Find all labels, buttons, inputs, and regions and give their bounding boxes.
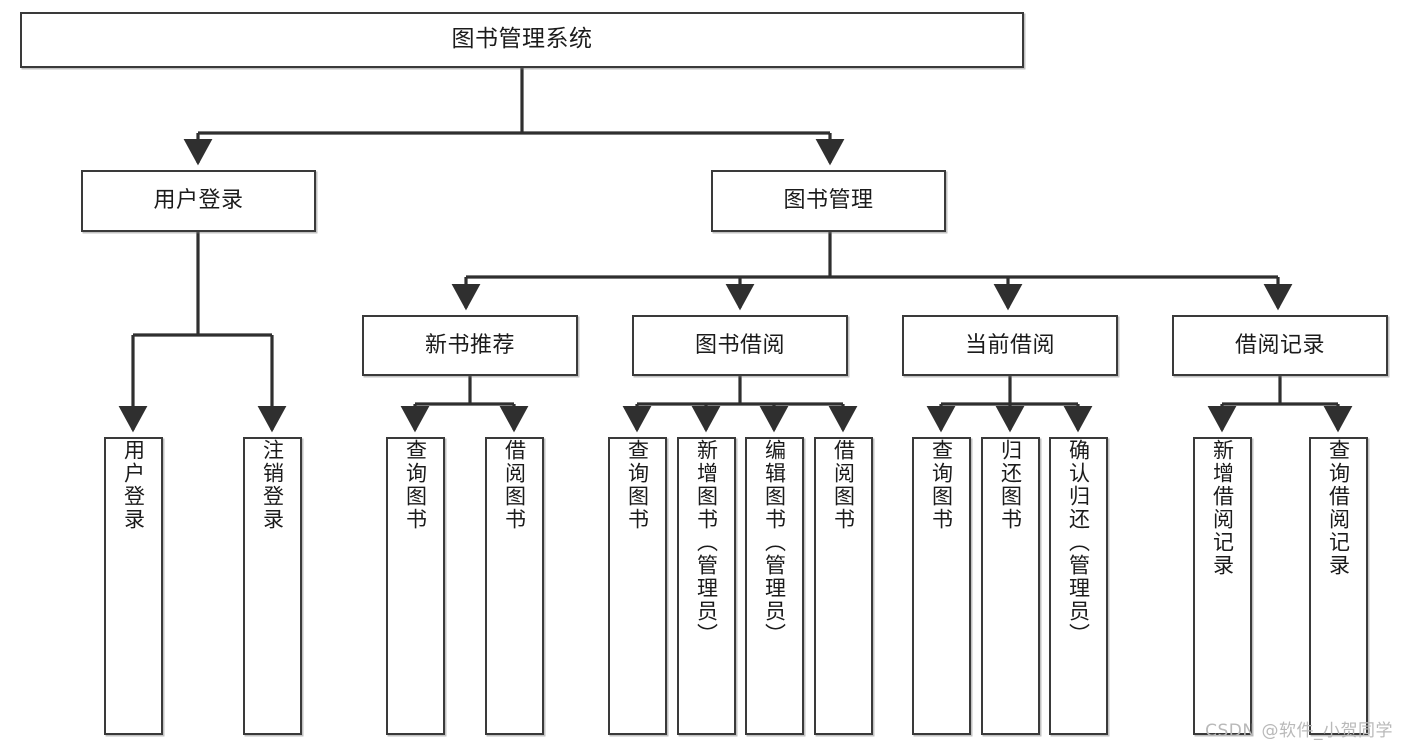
node-leaf-user-login-label: 用户登录: [121, 439, 146, 531]
node-book-borrow[interactable]: 图书借阅: [632, 315, 848, 376]
node-book-borrow-label: 图书借阅: [694, 332, 785, 358]
node-leaf-user-login[interactable]: 用户登录: [104, 437, 163, 735]
node-leaf-add-record[interactable]: 新增借阅记录: [1193, 437, 1252, 735]
node-leaf-query-book-1-label: 查询图书: [403, 439, 428, 531]
node-book-manage[interactable]: 图书管理: [711, 170, 946, 232]
node-leaf-query-book-3[interactable]: 查询图书: [912, 437, 971, 735]
node-leaf-confirm-return-label: 确认归还（管理员）: [1066, 439, 1091, 646]
node-root[interactable]: 图书管理系统: [20, 12, 1024, 68]
node-leaf-add-record-label: 新增借阅记录: [1210, 439, 1235, 577]
node-user-login[interactable]: 用户登录: [81, 170, 316, 232]
watermark: CSDN @软件_小贺同学: [1205, 721, 1393, 741]
node-leaf-query-book-2[interactable]: 查询图书: [608, 437, 667, 735]
node-leaf-borrow-book-1[interactable]: 借阅图书: [485, 437, 544, 735]
node-leaf-borrow-book-2[interactable]: 借阅图书: [814, 437, 873, 735]
node-new-book-recommend[interactable]: 新书推荐: [362, 315, 578, 376]
node-leaf-edit-book[interactable]: 编辑图书（管理员）: [745, 437, 804, 735]
node-leaf-query-record-label: 查询借阅记录: [1326, 439, 1351, 577]
node-leaf-query-record[interactable]: 查询借阅记录: [1309, 437, 1368, 735]
node-leaf-return-book-label: 归还图书: [998, 439, 1023, 531]
node-book-manage-label: 图书管理: [783, 188, 874, 214]
node-leaf-query-book-2-label: 查询图书: [625, 439, 650, 531]
node-leaf-query-book-3-label: 查询图书: [929, 439, 954, 531]
node-leaf-add-book[interactable]: 新增图书（管理员）: [677, 437, 736, 735]
node-leaf-logout[interactable]: 注销登录: [243, 437, 302, 735]
node-leaf-return-book[interactable]: 归还图书: [981, 437, 1040, 735]
node-leaf-borrow-book-2-label: 借阅图书: [831, 439, 856, 531]
node-leaf-add-book-label: 新增图书（管理员）: [694, 439, 719, 646]
node-current-borrow-label: 当前借阅: [964, 332, 1055, 358]
node-leaf-confirm-return[interactable]: 确认归还（管理员）: [1049, 437, 1108, 735]
node-leaf-edit-book-label: 编辑图书（管理员）: [762, 439, 787, 646]
node-borrow-record[interactable]: 借阅记录: [1172, 315, 1388, 376]
node-leaf-logout-label: 注销登录: [260, 439, 285, 531]
node-leaf-query-book-1[interactable]: 查询图书: [386, 437, 445, 735]
node-leaf-borrow-book-1-label: 借阅图书: [502, 439, 527, 531]
node-current-borrow[interactable]: 当前借阅: [902, 315, 1118, 376]
node-new-book-recommend-label: 新书推荐: [424, 332, 515, 358]
node-borrow-record-label: 借阅记录: [1234, 332, 1325, 358]
node-user-login-label: 用户登录: [153, 188, 244, 214]
node-root-label: 图书管理系统: [451, 26, 593, 53]
